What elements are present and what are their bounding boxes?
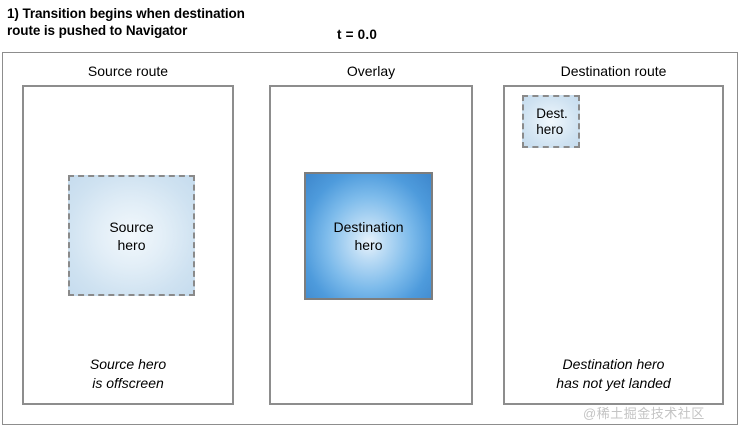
step-title: 1) Transition begins when destination ro… [7, 6, 245, 38]
panel-heading-destination: Destination route [560, 63, 667, 79]
panel-overlay: Destination hero [269, 85, 473, 405]
overlay-hero-label: Destination hero [333, 219, 404, 253]
destination-panel-caption: Destination hero has not yet landed [556, 356, 671, 391]
panel-destination-route: Dest. hero Destination hero has not yet … [503, 85, 724, 405]
destination-hero-box: Dest. hero [522, 95, 580, 148]
panel-heading-source: Source route [87, 63, 169, 79]
source-panel-caption: Source hero is offscreen [89, 356, 167, 391]
destination-hero-label: Dest. hero [536, 105, 568, 137]
diagram-header: 1) Transition begins when destination ro… [0, 0, 742, 52]
panel-heading-overlay: Overlay [346, 63, 396, 79]
source-hero-label: Source hero [109, 218, 154, 253]
time-label: t = 0.0 [337, 27, 378, 42]
panel-source-route: Source hero Source hero is offscreen [22, 85, 234, 405]
watermark-text: @稀土掘金技术社区 [583, 406, 705, 421]
overlay-hero-box: Destination hero [304, 172, 433, 300]
source-hero-box: Source hero [68, 175, 195, 296]
